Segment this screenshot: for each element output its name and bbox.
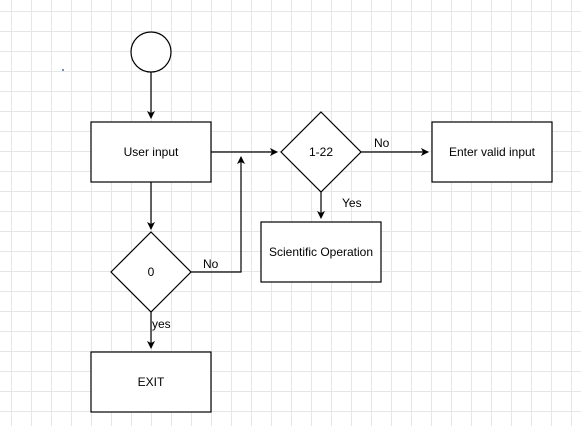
- zero-check-diamond[interactable]: [110, 231, 192, 313]
- start-node[interactable]: [130, 31, 172, 73]
- user-input-label: User input: [124, 145, 179, 159]
- scientific-operation-box[interactable]: [260, 221, 382, 283]
- range-yes-label: Yes: [342, 196, 362, 210]
- range-check-label: 1-22: [309, 145, 333, 159]
- exit-box[interactable]: [90, 351, 212, 413]
- zero-yes-label: yes: [152, 317, 171, 331]
- range-check-diamond[interactable]: [280, 111, 362, 193]
- scientific-operation-label: Scientific Operation: [269, 245, 373, 259]
- invalid-input-box[interactable]: [431, 121, 553, 183]
- stray-dot: [62, 69, 64, 71]
- edge-zero-check-no: [191, 156, 245, 273]
- user-input-box[interactable]: [90, 121, 212, 183]
- range-no-label: No: [374, 136, 390, 150]
- zero-no-label: No: [203, 257, 219, 271]
- exit-label: EXIT: [138, 375, 165, 389]
- zero-check-label: 0: [148, 265, 155, 279]
- invalid-input-label: Enter valid input: [449, 145, 536, 159]
